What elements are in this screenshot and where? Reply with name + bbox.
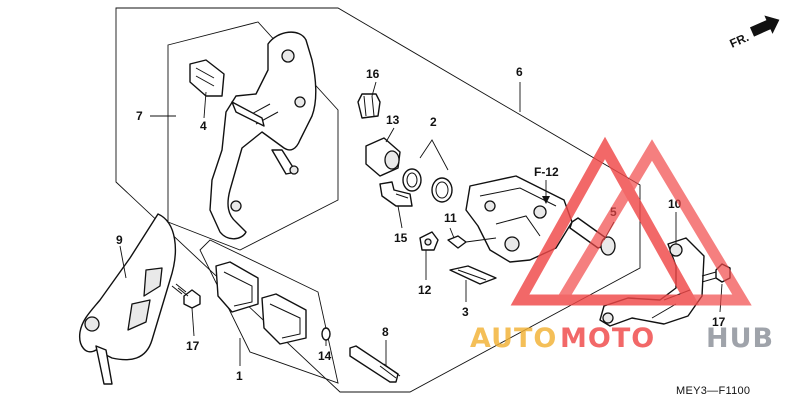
front-direction-arrow — [749, 15, 780, 37]
callout-17-right: 17 — [712, 315, 726, 329]
callout-12: 12 — [418, 283, 432, 297]
bracket-stay-part — [599, 237, 705, 327]
watermark-text-hub: HUB — [706, 323, 774, 354]
callout-14: 14 — [318, 349, 332, 363]
callout-4: 4 — [200, 119, 207, 133]
callout-13: 13 — [386, 113, 400, 127]
caliper-body-part — [465, 175, 573, 263]
callout-7: 7 — [136, 109, 143, 123]
callout-1: 1 — [236, 369, 243, 383]
caliper-bracket-part — [209, 31, 317, 240]
caliper-piston-part — [365, 137, 401, 177]
assembly-box-caliper — [115, 7, 641, 393]
callout-11: 11 — [444, 211, 457, 225]
watermark-text-moto: MOTO — [560, 323, 655, 354]
front-direction-label: FR. — [728, 30, 751, 51]
bleeder-cap-part — [357, 93, 381, 119]
guard-plate-part — [79, 213, 177, 385]
callout-6: 6 — [516, 65, 523, 79]
brake-pads-part — [215, 261, 307, 345]
bleeder-valve-part — [447, 235, 497, 249]
callout-16: 16 — [366, 67, 380, 81]
callout-15: 15 — [394, 231, 408, 245]
drawing-code: MEY3—F1100 — [676, 385, 750, 397]
slide-pin-part — [379, 181, 413, 207]
piston-seals-part — [402, 139, 453, 203]
watermark-triangles-icon — [510, 136, 752, 306]
pad-pin-part — [349, 345, 401, 383]
callout-2: 2 — [430, 115, 437, 129]
callout-9: 9 — [116, 233, 123, 247]
bleeder-fitting-part — [419, 231, 439, 251]
pin-plug-part — [321, 327, 331, 341]
flange-bolt-left-part — [171, 283, 201, 309]
pad-retainer-part — [449, 265, 497, 285]
reference-label: F-12 — [534, 165, 559, 179]
reference-arrow-head — [542, 196, 550, 204]
callout-8: 8 — [382, 325, 389, 339]
callout-17-left: 17 — [186, 339, 200, 353]
assembly-box-pads — [199, 239, 339, 384]
watermark-text-auto: AUTO — [470, 323, 557, 354]
callout-3: 3 — [462, 305, 469, 319]
pad-spring-part — [189, 59, 225, 97]
watermark-logo: AUTO MOTO HUB — [470, 136, 774, 354]
